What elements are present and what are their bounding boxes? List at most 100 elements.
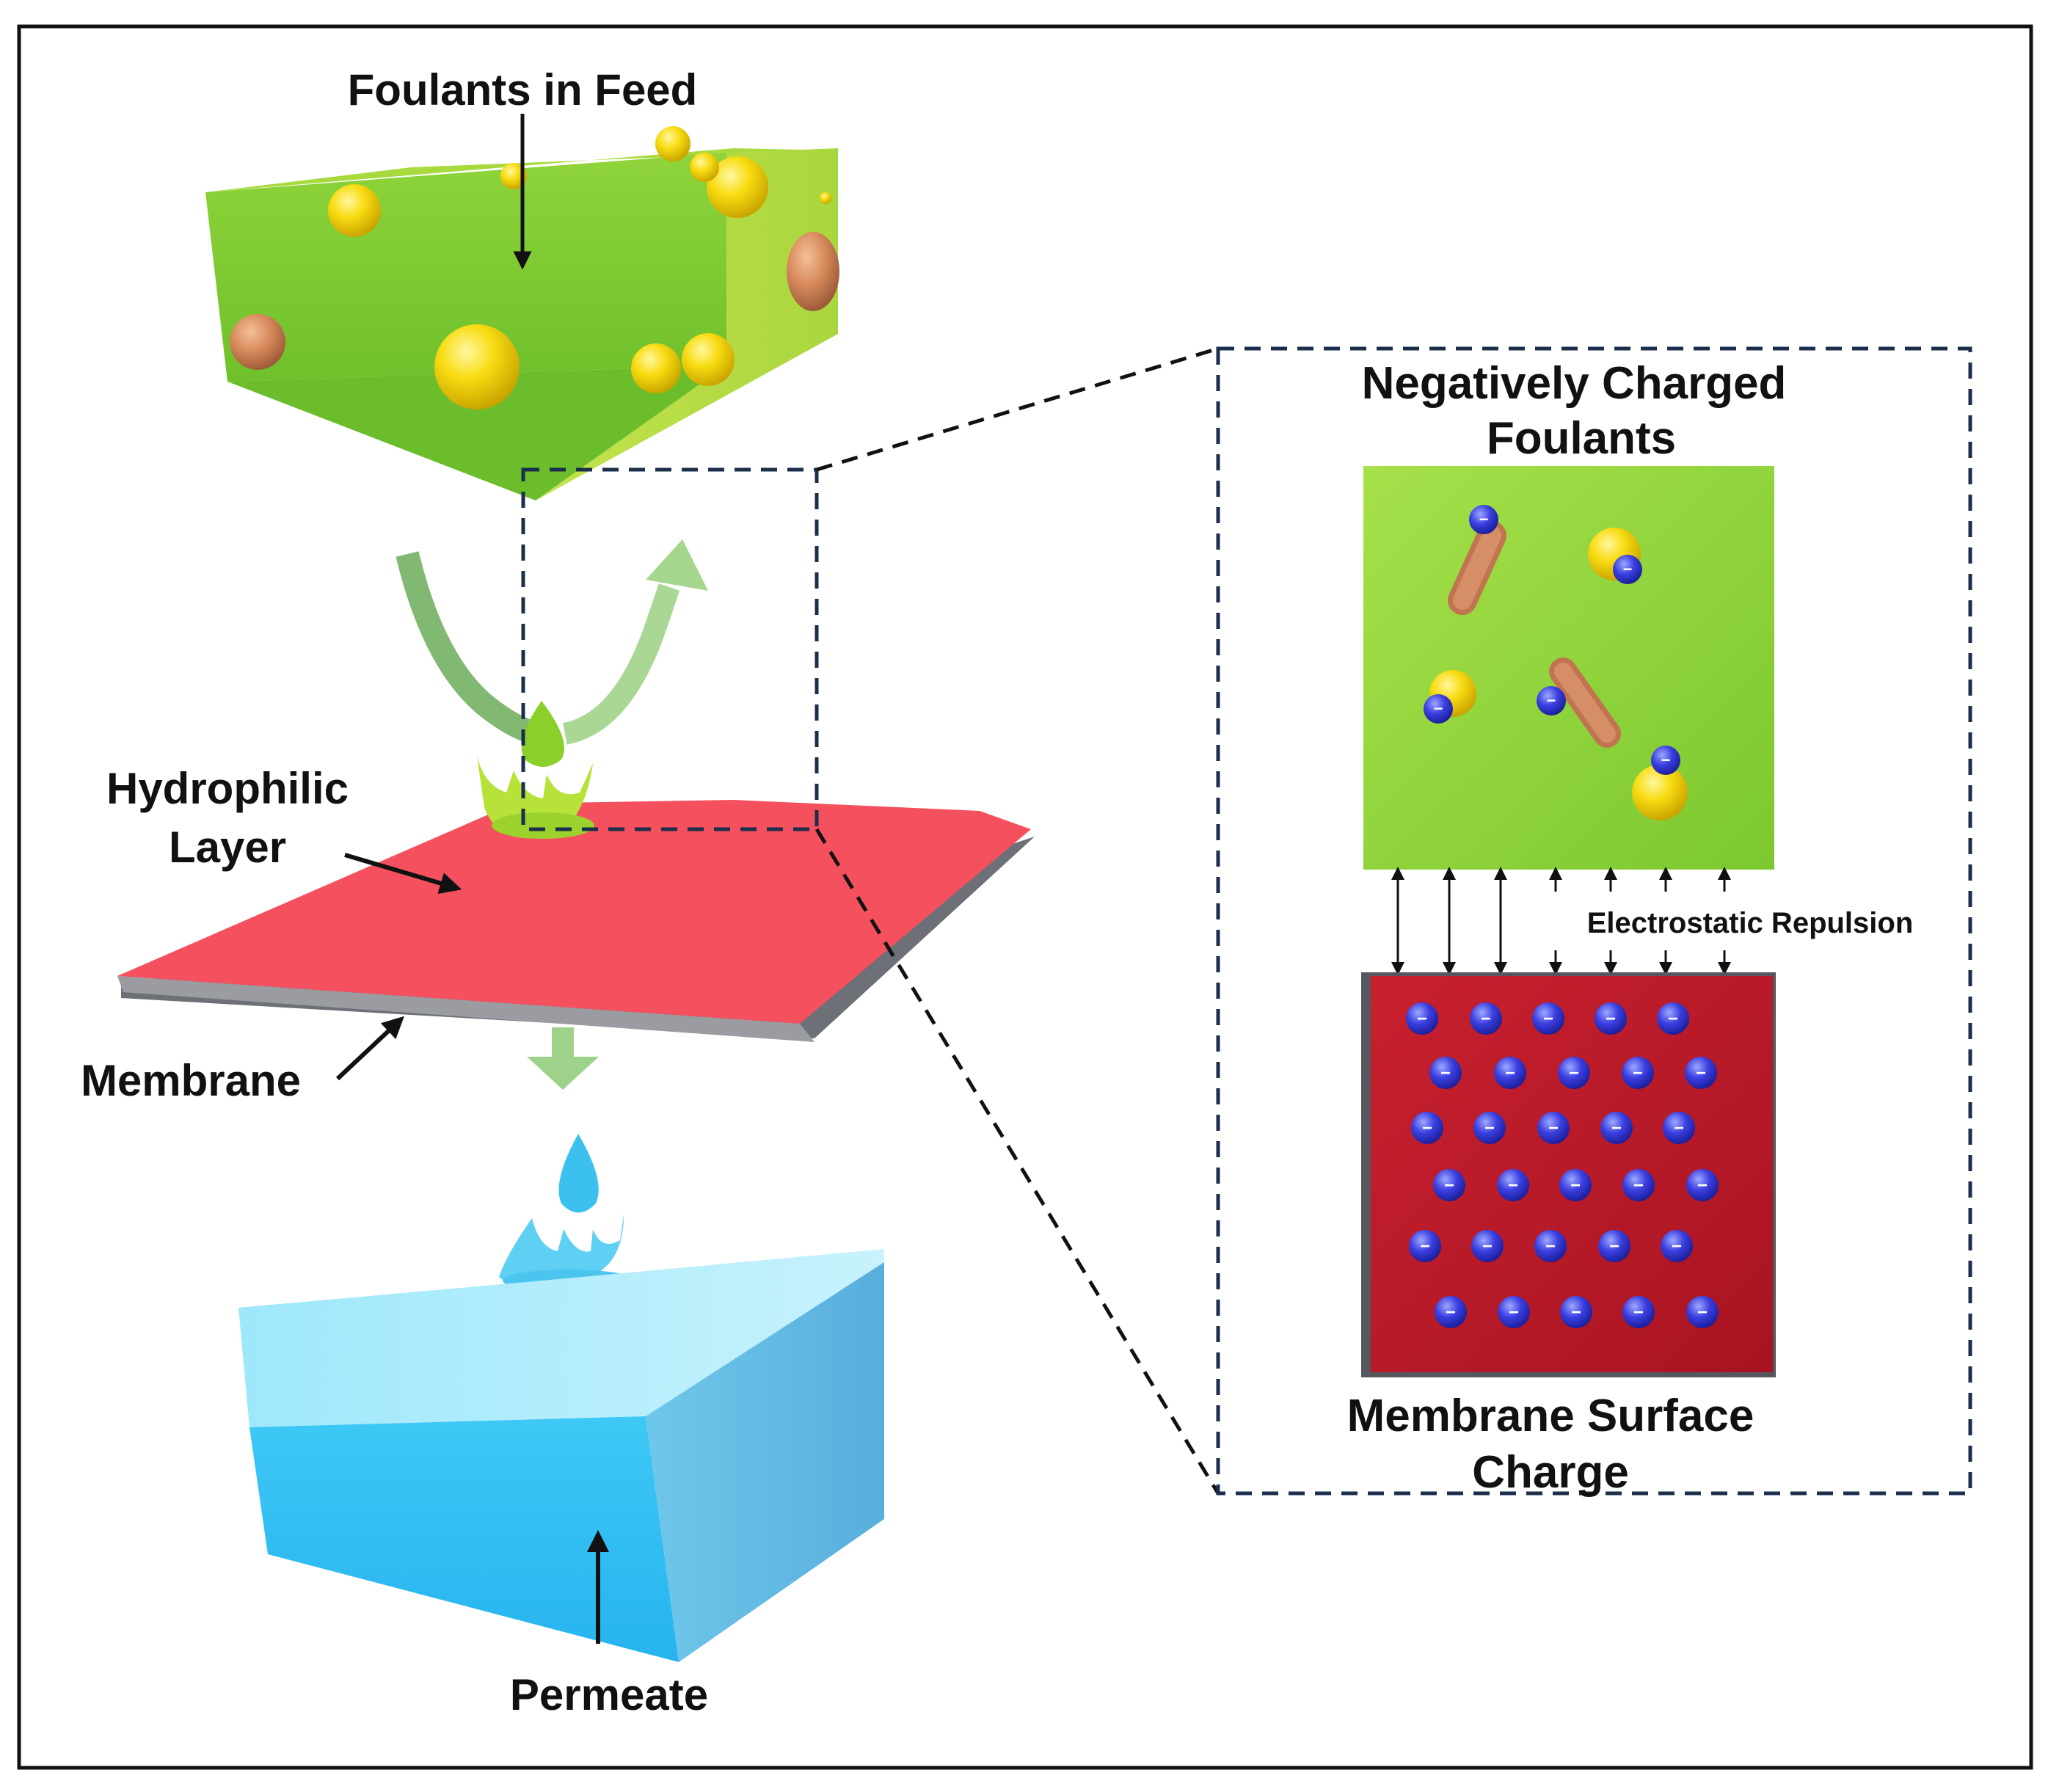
foulant-sphere-icon: [434, 324, 520, 409]
negative-charge-icon: −: [1598, 1230, 1630, 1262]
negative-charge-icon: −: [1537, 686, 1566, 715]
svg-text:−: −: [1446, 1303, 1456, 1322]
arrow-hydrophilic: [344, 853, 462, 895]
repulsion-arrows: [1391, 867, 1731, 975]
zoom-source-box: [521, 467, 819, 831]
label-permeate: Permeate: [510, 1670, 708, 1719]
svg-text:−: −: [1420, 1236, 1430, 1256]
svg-text:−: −: [1505, 1063, 1515, 1083]
negative-charge-icon: −: [1657, 1002, 1689, 1035]
svg-text:−: −: [1434, 699, 1443, 718]
svg-text:−: −: [1606, 1009, 1616, 1029]
negative-charge-icon: −: [1560, 1296, 1592, 1328]
negative-charge-icon: −: [1469, 505, 1498, 534]
negative-charge-icon: −: [1622, 1057, 1654, 1089]
svg-text:−: −: [1543, 1009, 1553, 1029]
negative-charge-icon: −: [1622, 1169, 1655, 1201]
foulant-sphere-icon: [690, 153, 719, 182]
negative-charge-icon: −: [1534, 1230, 1567, 1262]
svg-text:−: −: [1696, 1063, 1706, 1083]
negative-charge-icon: −: [1661, 1230, 1693, 1262]
negative-charge-icon: −: [1600, 1112, 1633, 1144]
svg-text:−: −: [1672, 1236, 1682, 1256]
label-foulants-in-feed: Foulants in Feed: [348, 65, 698, 114]
zoom-panel: [1216, 346, 1972, 1496]
feed-foulants: [230, 126, 839, 409]
foulant-sphere-icon: [787, 232, 839, 311]
svg-text:−: −: [1674, 1118, 1684, 1138]
svg-text:−: −: [1444, 1176, 1454, 1195]
foulant-sphere-icon: [1632, 765, 1688, 820]
foulant-sphere-icon: [820, 192, 831, 204]
negative-charge-icon: −: [1494, 1057, 1526, 1089]
foulant-sphere-icon: [707, 156, 768, 218]
svg-text:−: −: [1571, 1303, 1581, 1322]
negative-charge-icon: −: [1435, 1296, 1467, 1328]
svg-text:−: −: [1484, 1118, 1495, 1138]
arrow-membrane: [335, 1016, 404, 1081]
negative-charge-icon: −: [1497, 1169, 1529, 1201]
svg-text:−: −: [1569, 1063, 1579, 1083]
negative-charge-icon: −: [1409, 1230, 1441, 1262]
negative-charge-icon: −: [1537, 1112, 1570, 1144]
svg-text:−: −: [1633, 1063, 1643, 1083]
negative-charge-icon: −: [1424, 694, 1453, 724]
negative-charge-icon: −: [1411, 1112, 1443, 1144]
svg-text:−: −: [1508, 1176, 1518, 1195]
feed-block-right: [536, 148, 838, 500]
negative-charge-icon: −: [1532, 1002, 1564, 1035]
negative-charge-icon: −: [1622, 1296, 1655, 1328]
negative-charge-icon: −: [1558, 1057, 1590, 1089]
surface-charges: −−−−−−−−−−−−−−−−−−−−−−−−−−−−−−: [1406, 1002, 1719, 1328]
splash-crown-icon: [477, 701, 594, 839]
svg-text:−: −: [1633, 1176, 1644, 1195]
feed-block-bottom: [227, 365, 726, 500]
svg-text:−: −: [1482, 1236, 1493, 1256]
svg-text:−: −: [1509, 1303, 1519, 1322]
label-negatively-charged-1: Negatively Charged: [1362, 358, 1787, 409]
zoom-connector-bottom: [815, 828, 1220, 1495]
curved-arrow-icon: [396, 539, 708, 746]
down-arrow-icon: [527, 1027, 599, 1090]
foulant-sphere-icon: [682, 333, 735, 386]
hydrophilic-layer: [117, 800, 1031, 1024]
svg-text:−: −: [1570, 1176, 1581, 1195]
label-negatively-charged-2: Foulants: [1487, 413, 1676, 464]
outer-frame: [17, 24, 2033, 1770]
negative-charge-icon: −: [1663, 1112, 1695, 1144]
permeate-block-top: [238, 1249, 884, 1427]
svg-text:−: −: [1623, 560, 1633, 578]
negative-charge-icon: −: [1613, 555, 1642, 584]
negative-charge-icon: −: [1470, 1002, 1502, 1035]
negative-charge-icon: −: [1651, 746, 1680, 775]
negative-charge-icon: −: [1559, 1169, 1592, 1201]
svg-text:−: −: [1611, 1118, 1622, 1138]
foulant-sphere-icon: [631, 343, 681, 393]
negative-charge-icon: −: [1433, 1169, 1465, 1201]
negative-charge-icon: −: [1473, 1112, 1506, 1144]
charged-foulants: − − − − −: [1424, 505, 1688, 820]
svg-text:−: −: [1548, 1118, 1559, 1138]
negative-charge-icon: −: [1498, 1296, 1530, 1328]
label-hydrophilic-1: Hydrophilic: [106, 764, 349, 813]
svg-text:−: −: [1668, 1009, 1678, 1029]
negative-charge-icon: −: [1471, 1230, 1504, 1262]
hydrophilic-layer-edge: [117, 976, 815, 1042]
negative-charge-icon: −: [1686, 1296, 1719, 1328]
negative-charge-icon: −: [1685, 1057, 1717, 1089]
zoom-connector-top: [816, 346, 1219, 472]
foulant-sphere-icon: [655, 126, 690, 161]
svg-text:−: −: [1422, 1118, 1432, 1138]
permeate-block-right: [646, 1262, 884, 1662]
membrane-sheet: [117, 800, 1035, 1042]
svg-text:−: −: [1697, 1303, 1708, 1322]
permeate-block: [238, 1249, 884, 1662]
foulant-sphere-icon: [230, 314, 285, 370]
svg-text:−: −: [1633, 1303, 1644, 1322]
svg-text:−: −: [1440, 1063, 1451, 1083]
svg-text:−: −: [1481, 1009, 1491, 1029]
svg-text:−: −: [1545, 1236, 1556, 1256]
foulant-sphere-icon: [328, 184, 381, 237]
label-electrostatic-repulsion: Electrostatic Repulsion: [1587, 907, 1914, 939]
